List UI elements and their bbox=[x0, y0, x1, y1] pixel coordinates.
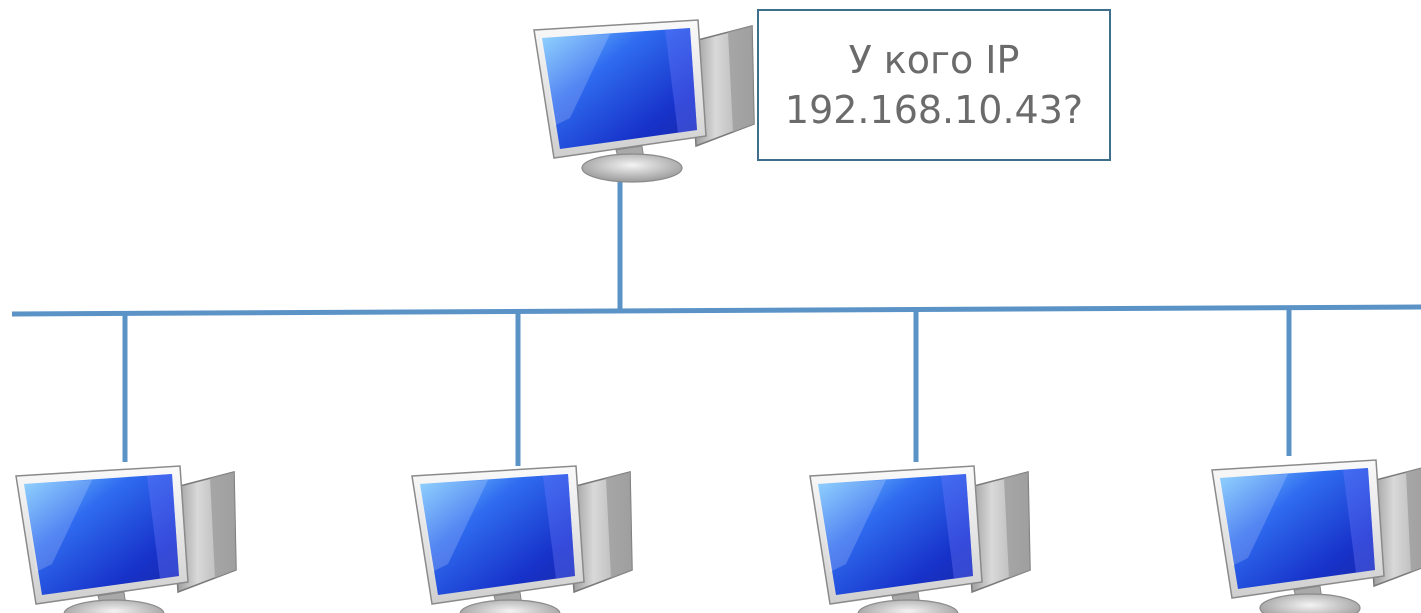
computer-monitor-icon bbox=[15, 465, 237, 613]
callout-line-2: 192.168.10.43? bbox=[784, 88, 1084, 132]
computer-monitor-icon bbox=[533, 19, 755, 183]
computer-monitor-icon bbox=[1211, 459, 1421, 613]
computer-monitor-icon bbox=[809, 465, 1031, 613]
arp-request-callout: У кого IP 192.168.10.43? bbox=[757, 9, 1111, 161]
computer-monitor-icon bbox=[411, 465, 633, 613]
bus-cable bbox=[11, 304, 1421, 317]
callout-line-1: У кого IP bbox=[848, 38, 1020, 82]
network-cables bbox=[11, 160, 1421, 466]
